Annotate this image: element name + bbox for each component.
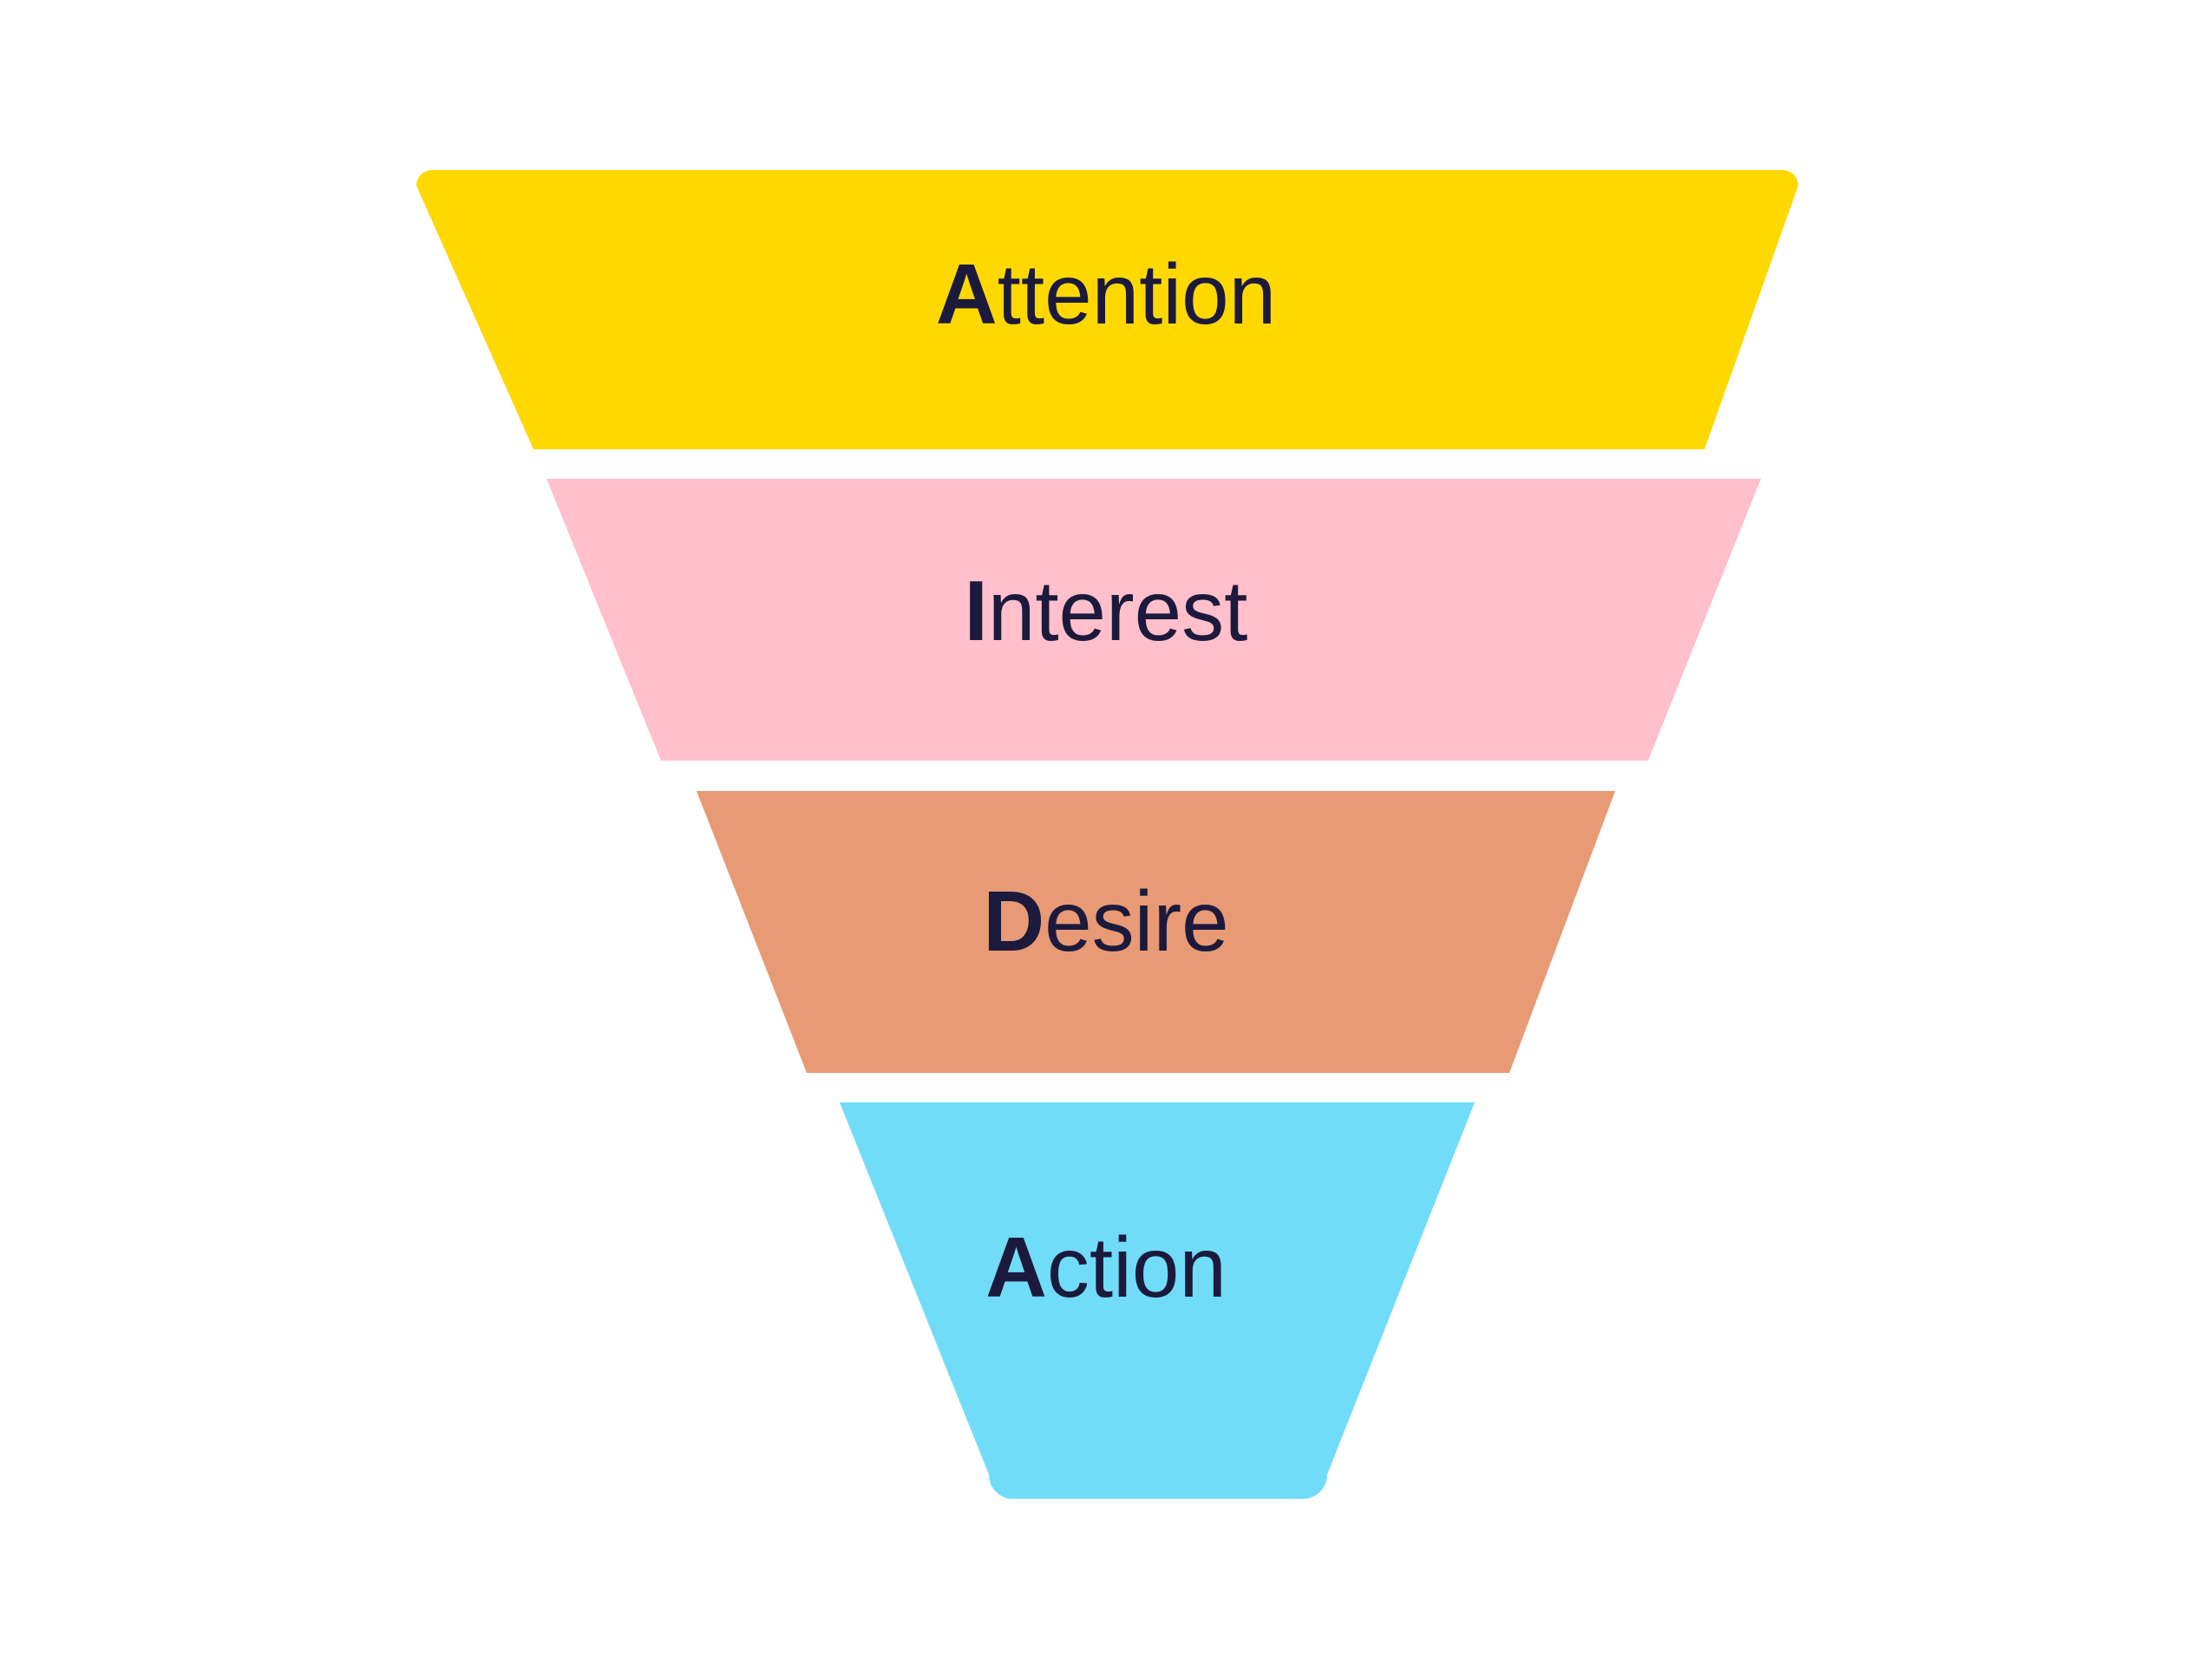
desire-lead-letter: D xyxy=(983,873,1045,969)
attention-rest-text: ttention xyxy=(997,246,1277,342)
funnel-stage-attention-label: Attention xyxy=(0,252,2212,337)
funnel-stage-desire-label: Desire xyxy=(0,879,2212,964)
funnel-stage-desire-shape[interactable] xyxy=(697,791,1615,1073)
attention-lead-letter: A xyxy=(935,246,998,342)
interest-rest-text: nterest xyxy=(987,563,1248,658)
interest-lead-letter: I xyxy=(964,563,988,658)
funnel-stage-action-label: Action xyxy=(0,1225,2212,1310)
action-rest-text: ction xyxy=(1046,1219,1227,1315)
funnel-stage-interest-shape[interactable] xyxy=(546,479,1761,761)
funnel-stage-action-shape[interactable] xyxy=(840,1102,1475,1499)
action-lead-letter: A xyxy=(985,1219,1047,1315)
funnel-stage-interest-label: Interest xyxy=(0,568,2212,653)
desire-rest-text: esire xyxy=(1044,873,1229,969)
funnel-stage-attention-shape[interactable] xyxy=(416,170,1798,449)
